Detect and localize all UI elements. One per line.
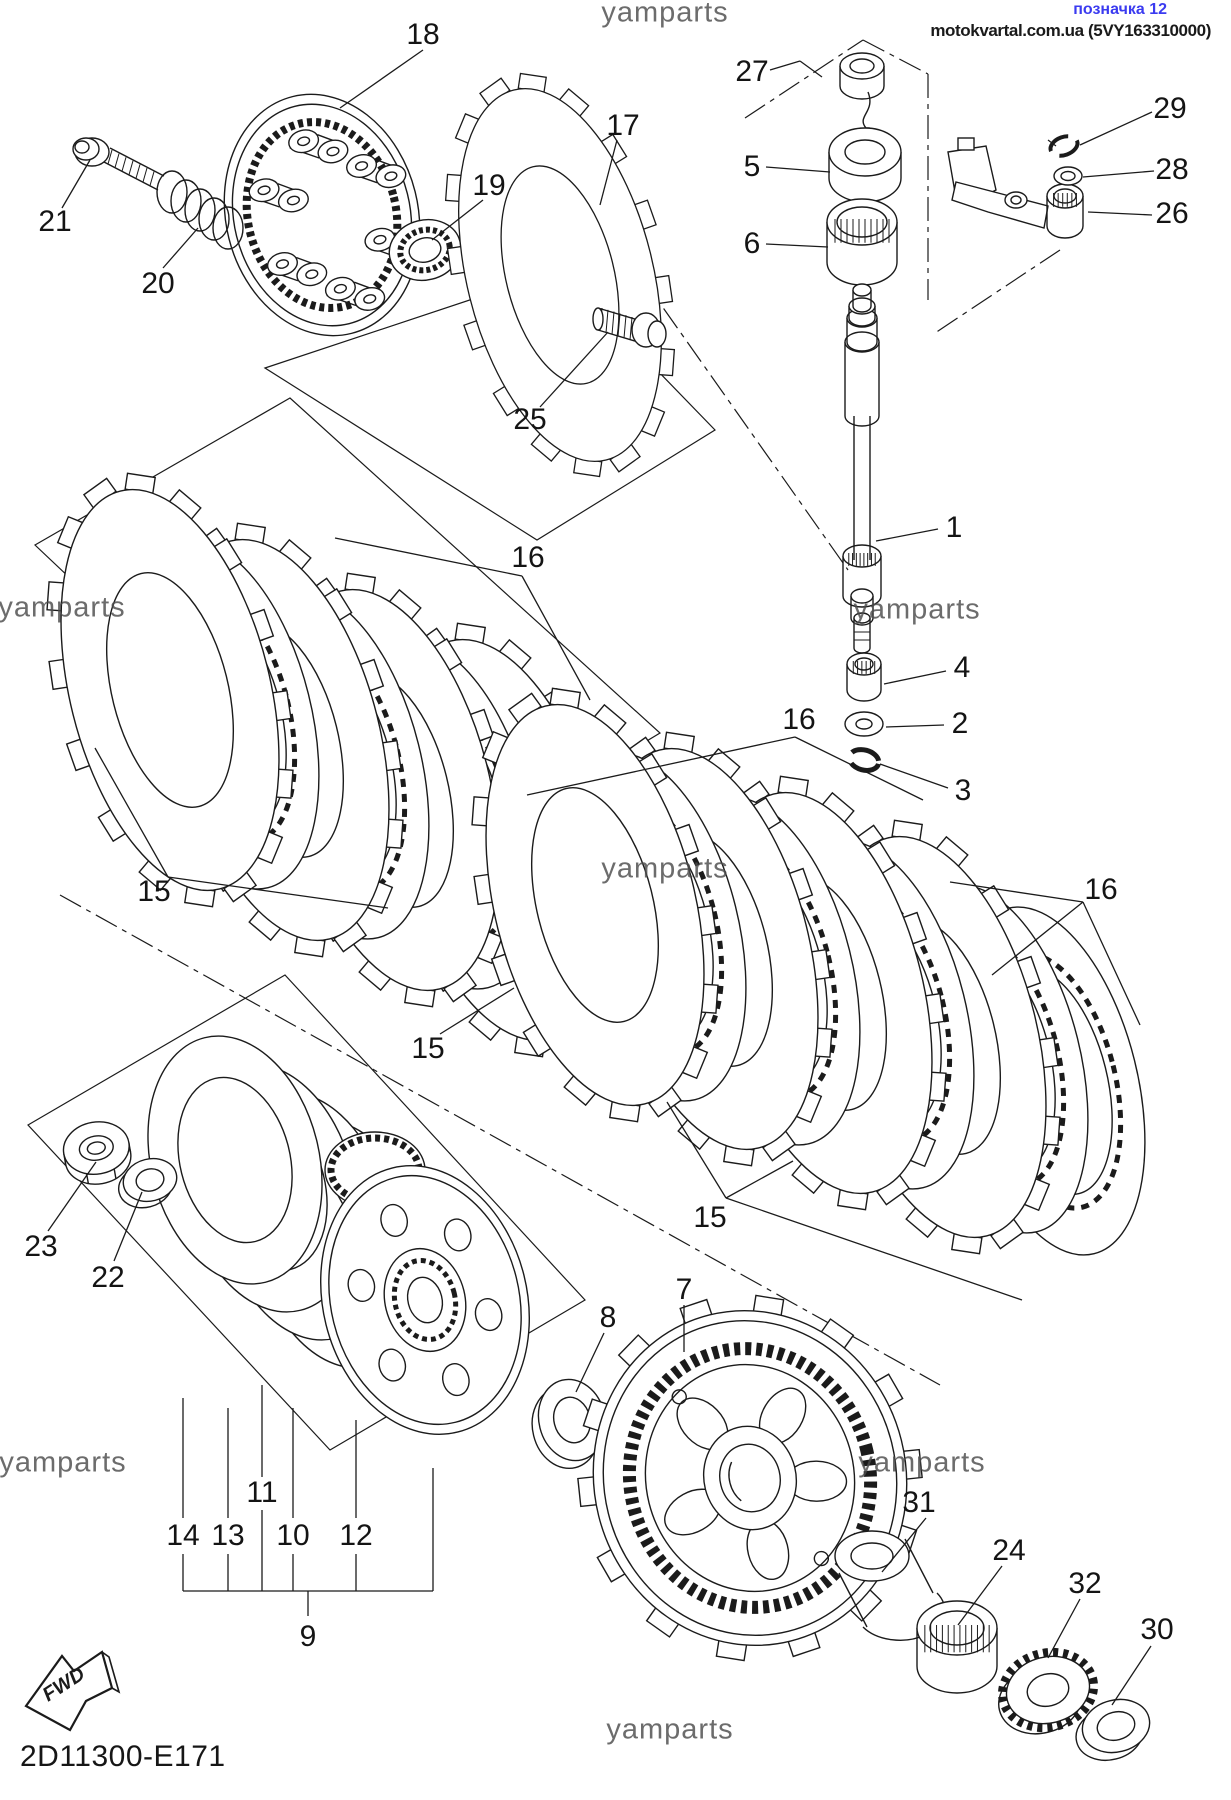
callout-24: 24 [992,1534,1026,1567]
callout-26: 26 [1155,197,1189,230]
callout-4: 4 [953,651,971,684]
primary-gear [997,1647,1099,1735]
callout-19: 19 [472,169,506,202]
callout-18: 18 [406,18,440,51]
callout-15c: 15 [693,1201,727,1234]
bearing [388,218,462,282]
callout-15b: 15 [411,1032,445,1065]
pressure-plate [223,93,425,337]
callout-7: 7 [675,1273,693,1306]
friction-plate [444,72,676,478]
callout-14: 14 [166,1519,200,1552]
friction-plate [46,472,294,908]
callout-20: 20 [141,267,175,300]
callout-8: 8 [599,1301,617,1334]
fwd-arrow-icon: FWD [24,1650,121,1732]
callout-10: 10 [276,1519,310,1552]
callout-31: 31 [902,1486,936,1519]
leader-lines [47,49,1155,1706]
spring-bolt [72,137,165,191]
callout-32: 32 [1068,1567,1102,1600]
clutch-housing-drawing [577,1294,923,1662]
clutch-boss-group [62,1035,607,1470]
watermark-yamparts: yamparts [853,593,981,626]
small-parts-drawings [72,52,1151,1761]
note-source: motokvartal.com.ua (5VY163310000) [930,21,1211,40]
friction-plate [471,687,719,1123]
callout-13: 13 [211,1519,245,1552]
callout-21: 21 [38,205,72,238]
callout-11: 11 [246,1476,278,1509]
washer-30 [1075,1698,1151,1761]
callout-2: 2 [951,707,969,740]
callout-15a: 15 [137,875,171,908]
lock-washer [118,1157,178,1209]
push-screw [592,307,667,348]
callout-16b: 16 [782,703,816,736]
watermark-yamparts: yamparts [606,1713,734,1746]
callout-1: 1 [945,511,963,544]
callout-17: 17 [606,109,640,142]
spacer-31 [834,1530,946,1641]
callout-9: 9 [299,1620,317,1653]
callout-28: 28 [1155,153,1189,186]
push-rod-shaft [842,283,882,654]
clutch-boss [320,1165,530,1435]
watermark-yamparts: yamparts [858,1446,986,1479]
note-mark: позначка 12 [1073,1,1167,18]
push-lever [947,134,1084,239]
callout-12: 12 [339,1519,373,1552]
watermark-yamparts: yamparts [601,0,729,29]
watermark-yamparts: yamparts [601,852,729,885]
callout-25: 25 [513,403,547,436]
callout-29: 29 [1153,92,1187,125]
callout-5: 5 [743,150,761,183]
lock-nut [62,1121,132,1185]
callout-3: 3 [954,774,972,807]
callout-16a: 16 [511,541,545,574]
callout-6: 6 [743,227,761,260]
watermark-yamparts: yamparts [0,591,126,624]
callout-23: 23 [24,1230,58,1263]
callout-30: 30 [1140,1613,1174,1646]
callout-16c: 16 [1084,873,1118,906]
watermark-yamparts: yamparts [0,1446,127,1479]
callout-27: 27 [735,55,769,88]
drawing-code: 2D11300-E171 [20,1740,226,1773]
callout-22: 22 [91,1261,125,1294]
center-plate-stack [471,687,1146,1256]
